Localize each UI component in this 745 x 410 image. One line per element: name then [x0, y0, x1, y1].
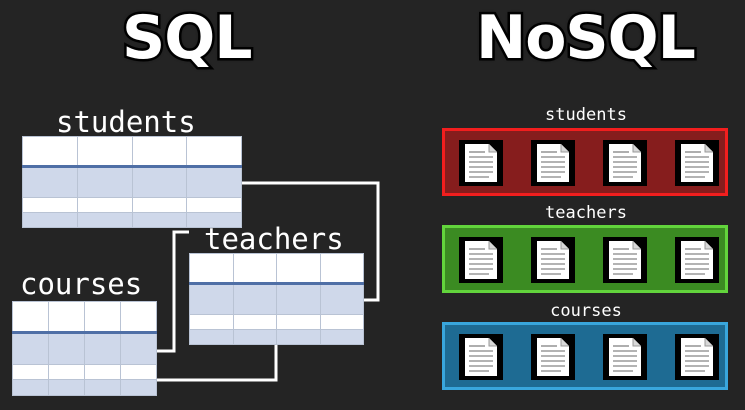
document-icon — [675, 237, 719, 283]
sql-title: SQL — [119, 3, 254, 73]
document-icon — [459, 140, 503, 186]
nosql-title: NoSQL — [474, 3, 699, 73]
collection-label-students: students — [545, 105, 627, 125]
table-students — [22, 135, 242, 229]
students-teachers-link — [242, 181, 380, 302]
table-label-courses: courses — [20, 267, 143, 301]
document-icon — [459, 334, 503, 380]
document-icon — [531, 140, 575, 186]
table-label-students: students — [56, 105, 196, 139]
document-icon — [603, 334, 647, 380]
document-icon — [603, 140, 647, 186]
teachers-courses-link-a — [157, 230, 189, 353]
document-icon — [531, 237, 575, 283]
document-icon — [603, 237, 647, 283]
table-teachers — [189, 252, 364, 346]
document-icon — [675, 140, 719, 186]
collection-label-teachers: teachers — [545, 203, 627, 223]
table-courses — [12, 300, 157, 396]
collection-courses — [442, 322, 728, 390]
collection-teachers — [442, 225, 728, 293]
collection-label-courses: courses — [550, 301, 622, 321]
document-icon — [531, 334, 575, 380]
table-label-teachers: teachers — [204, 222, 344, 256]
collection-students — [442, 128, 728, 196]
document-icon — [675, 334, 719, 380]
document-icon — [459, 237, 503, 283]
teachers-courses-link-b — [157, 345, 278, 382]
